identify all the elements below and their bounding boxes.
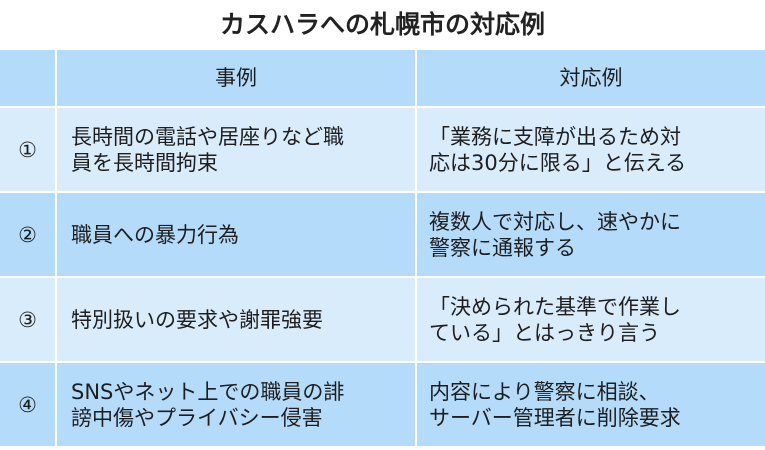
row-case: 特別扱いの要求や謝罪強要 xyxy=(57,278,415,361)
row-response: 「業務に支障が出るため対 応は30分に限る」と伝える xyxy=(417,108,765,191)
table-row: ③ 特別扱いの要求や謝罪強要 「決められた基準で作業し ている」とはっきり言う xyxy=(0,278,765,361)
table-row: ① 長時間の電話や居座りなど職 員を長時間拘束 「業務に支障が出るため対 応は3… xyxy=(0,108,765,191)
row-case: 長時間の電話や居座りなど職 員を長時間拘束 xyxy=(57,108,415,191)
response-text: 複数人で対応し、速やかに 警察に通報する xyxy=(429,209,681,260)
table-title: カスハラへの札幌市の対応例 xyxy=(219,10,545,39)
response-text: 「業務に支障が出るため対 応は30分に限る」と伝える xyxy=(429,124,687,175)
table-row: ② 職員への暴力行為 複数人で対応し、速やかに 警察に通報する xyxy=(0,193,765,276)
case-text: SNSやネット上での職員の誹 謗中傷やプライバシー侵害 xyxy=(71,379,345,430)
row-case: SNSやネット上での職員の誹 謗中傷やプライバシー侵害 xyxy=(57,363,415,446)
header-number xyxy=(0,50,55,106)
row-response: 「決められた基準で作業し ている」とはっきり言う xyxy=(417,278,765,361)
header-response: 対応例 xyxy=(417,50,765,106)
response-table: 事例 対応例 ① 長時間の電話や居座りなど職 員を長時間拘束 「業務に支障が出る… xyxy=(0,50,765,448)
header-case: 事例 xyxy=(57,50,415,106)
row-case: 職員への暴力行為 xyxy=(57,193,415,276)
case-text: 特別扱いの要求や謝罪強要 xyxy=(71,307,323,332)
case-text: 長時間の電話や居座りなど職 員を長時間拘束 xyxy=(71,124,344,175)
response-text: 「決められた基準で作業し ている」とはっきり言う xyxy=(429,294,681,345)
row-response: 複数人で対応し、速やかに 警察に通報する xyxy=(417,193,765,276)
row-response: 内容により警察に相談、 サーバー管理者に削除要求 xyxy=(417,363,765,446)
row-number: ② xyxy=(0,193,55,276)
row-number: ① xyxy=(0,108,55,191)
case-text: 職員への暴力行為 xyxy=(71,222,239,247)
response-text: 内容により警察に相談、 サーバー管理者に削除要求 xyxy=(429,379,681,430)
table-row: ④ SNSやネット上での職員の誹 謗中傷やプライバシー侵害 内容により警察に相談… xyxy=(0,363,765,446)
row-number: ③ xyxy=(0,278,55,361)
row-number: ④ xyxy=(0,363,55,446)
table-header: 事例 対応例 xyxy=(0,50,765,106)
